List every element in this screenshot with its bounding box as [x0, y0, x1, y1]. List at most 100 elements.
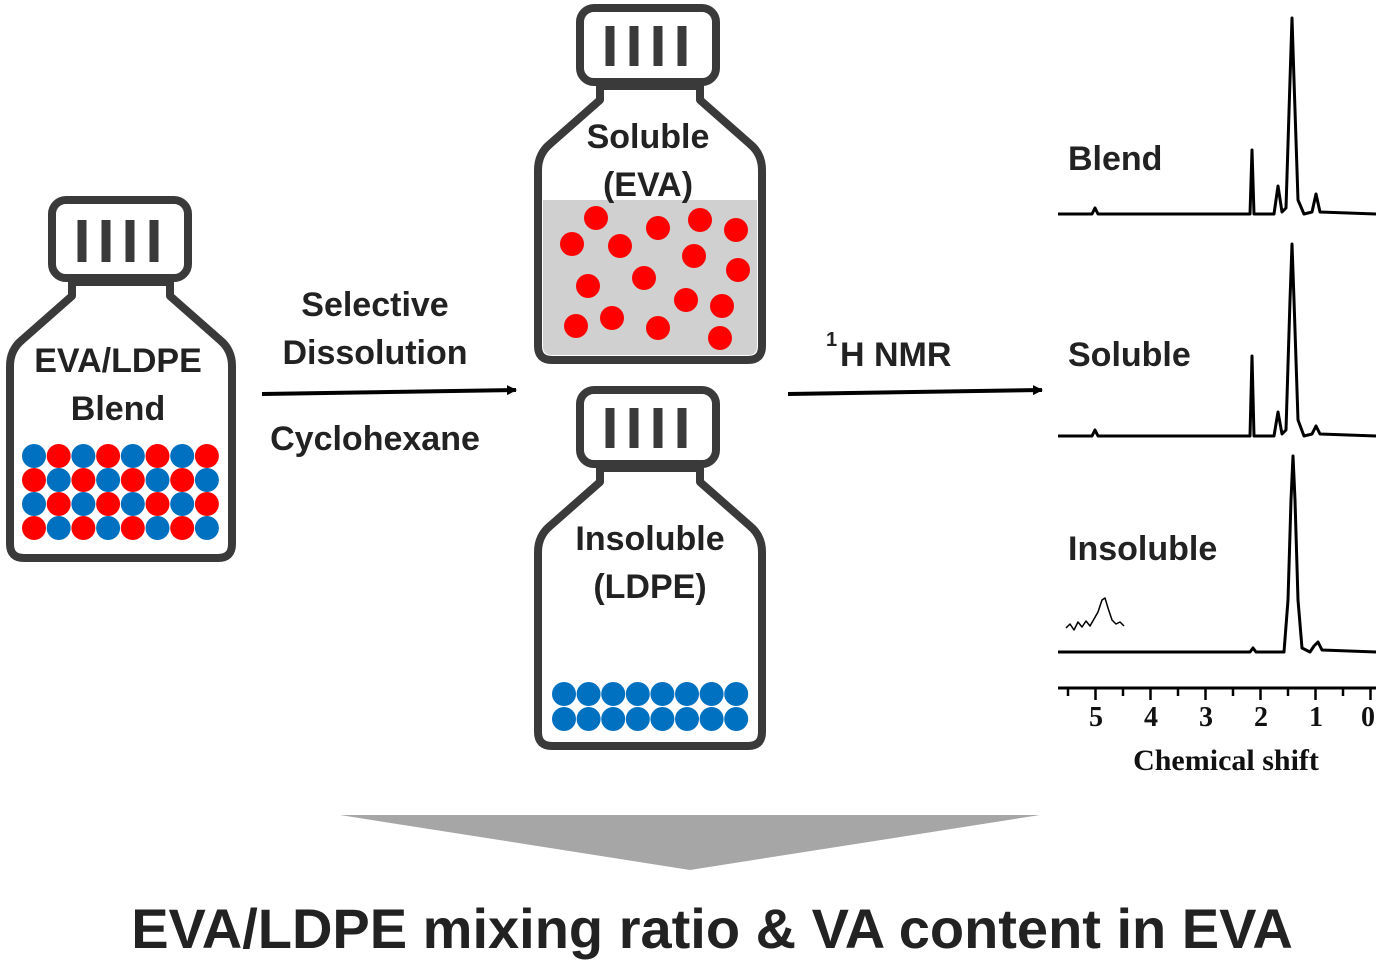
- eva-particle: [145, 492, 170, 516]
- ldpe-particle: [170, 444, 195, 468]
- x-tick-label-0: 0: [1361, 702, 1375, 733]
- ldpe-particle: [724, 707, 749, 731]
- nmr-spectra: Blend Soluble Insoluble 5 4 3 2 1 0 Chem…: [1058, 16, 1377, 777]
- nmr-arrow: 1 H NMR: [787, 329, 1043, 396]
- ldpe-particle: [699, 682, 724, 706]
- insoluble-bottle: Insoluble (LDPE): [534, 386, 766, 750]
- x-tick-label-2: 2: [1254, 702, 1268, 733]
- ldpe-particle: [675, 707, 699, 731]
- cap-ridges: [77, 220, 159, 262]
- eva-particle: [646, 316, 670, 340]
- cap-ridges: [605, 408, 687, 448]
- ldpe-particle: [576, 682, 601, 706]
- bottle-body: [534, 464, 766, 750]
- blend-bottle-label-line2: Blend: [71, 390, 165, 428]
- ldpe-particle: [601, 682, 626, 706]
- eva-particle: [170, 468, 195, 492]
- ldpe-particle: [71, 492, 96, 516]
- insoluble-bottle-label-line2: (LDPE): [593, 568, 706, 606]
- spectrum-label-insoluble: Insoluble: [1068, 530, 1217, 568]
- ldpe-particle: [22, 444, 46, 468]
- eva-particle: [96, 492, 121, 516]
- eva-particle: [632, 266, 656, 290]
- ldpe-particle: [46, 516, 71, 540]
- eva-particle: [600, 306, 624, 330]
- insoluble-particles: [552, 682, 749, 731]
- ldpe-particle: [71, 444, 96, 468]
- arrow1-label-line2: Dissolution: [282, 334, 467, 372]
- eva-particle: [576, 274, 600, 298]
- ldpe-particle: [145, 468, 170, 492]
- x-axis-ticks: [1066, 688, 1372, 700]
- ldpe-particle: [625, 682, 650, 706]
- ldpe-particle: [120, 492, 145, 516]
- cap-ridges: [605, 26, 687, 66]
- conclusion-arrow: [340, 815, 1040, 870]
- eva-particle: [584, 206, 608, 230]
- eva-particle: [560, 232, 584, 256]
- eva-particle: [674, 288, 698, 312]
- soluble-bottle-label-line1: Soluble: [587, 118, 710, 156]
- eva-particle: [120, 516, 145, 540]
- bottle-cap: [48, 196, 192, 282]
- eva-particle: [608, 234, 632, 258]
- arrow1-solvent-label: Cyclohexane: [270, 420, 480, 458]
- arrow-line: [787, 385, 1043, 396]
- spectrum-inset-zoom: [1065, 597, 1125, 631]
- ldpe-particle: [46, 468, 71, 492]
- ldpe-particle: [194, 516, 219, 540]
- ldpe-particle: [96, 516, 121, 540]
- soluble-particles: [560, 206, 750, 350]
- eva-particle: [22, 468, 46, 492]
- eva-particle: [46, 492, 71, 516]
- soluble-bottle: Soluble (EVA): [534, 4, 766, 364]
- bottle-cap: [576, 386, 720, 468]
- spectrum-trace-blend: [1058, 16, 1377, 216]
- eva-particle: [194, 444, 219, 468]
- eva-particle: [170, 516, 195, 540]
- ldpe-particle: [576, 707, 601, 731]
- spectrum-label-blend: Blend: [1068, 140, 1162, 178]
- eva-particle: [724, 218, 748, 242]
- ldpe-particle: [552, 682, 576, 706]
- ldpe-particle: [650, 682, 675, 706]
- spectrum-trace-insoluble: [1058, 454, 1377, 654]
- x-tick-label-5: 5: [1089, 702, 1103, 733]
- x-axis-title: Chemical shift: [1133, 744, 1319, 777]
- soluble-bottle-label-line2: (EVA): [603, 166, 693, 204]
- ldpe-particle: [601, 707, 626, 731]
- ldpe-particle: [170, 492, 195, 516]
- ldpe-particle: [724, 682, 749, 706]
- blend-particles: [22, 444, 219, 540]
- x-tick-label-4: 4: [1144, 702, 1158, 733]
- eva-particle: [646, 216, 670, 240]
- ldpe-particle: [625, 707, 650, 731]
- eva-particle: [708, 326, 732, 350]
- eva-particle: [682, 244, 706, 268]
- eva-particle: [194, 492, 219, 516]
- eva-particle: [710, 294, 734, 318]
- conclusion-text: EVA/LDPE mixing ratio & VA content in EV…: [131, 897, 1293, 960]
- selective-dissolution-arrow: Selective Dissolution Cyclohexane: [261, 286, 517, 458]
- bottle-cap: [576, 4, 720, 86]
- ldpe-particle: [650, 707, 675, 731]
- ldpe-particle: [22, 492, 46, 516]
- nmr-label: H NMR: [840, 336, 951, 374]
- ldpe-particle: [120, 444, 145, 468]
- nmr-superscript: 1: [826, 329, 837, 351]
- eva-particle: [564, 314, 588, 338]
- ldpe-particle: [194, 468, 219, 492]
- ldpe-particle: [552, 707, 576, 731]
- eva-particle: [688, 208, 712, 232]
- eva-particle: [46, 444, 71, 468]
- eva-particle: [145, 444, 170, 468]
- insoluble-bottle-label-line1: Insoluble: [575, 520, 724, 558]
- arrow-line: [261, 385, 517, 396]
- ldpe-particle: [145, 516, 170, 540]
- eva-particle: [22, 516, 46, 540]
- blend-bottle-label-line1: EVA/LDPE: [34, 342, 202, 380]
- x-tick-label-3: 3: [1199, 702, 1213, 733]
- eva-particle: [71, 468, 96, 492]
- eva-particle: [71, 516, 96, 540]
